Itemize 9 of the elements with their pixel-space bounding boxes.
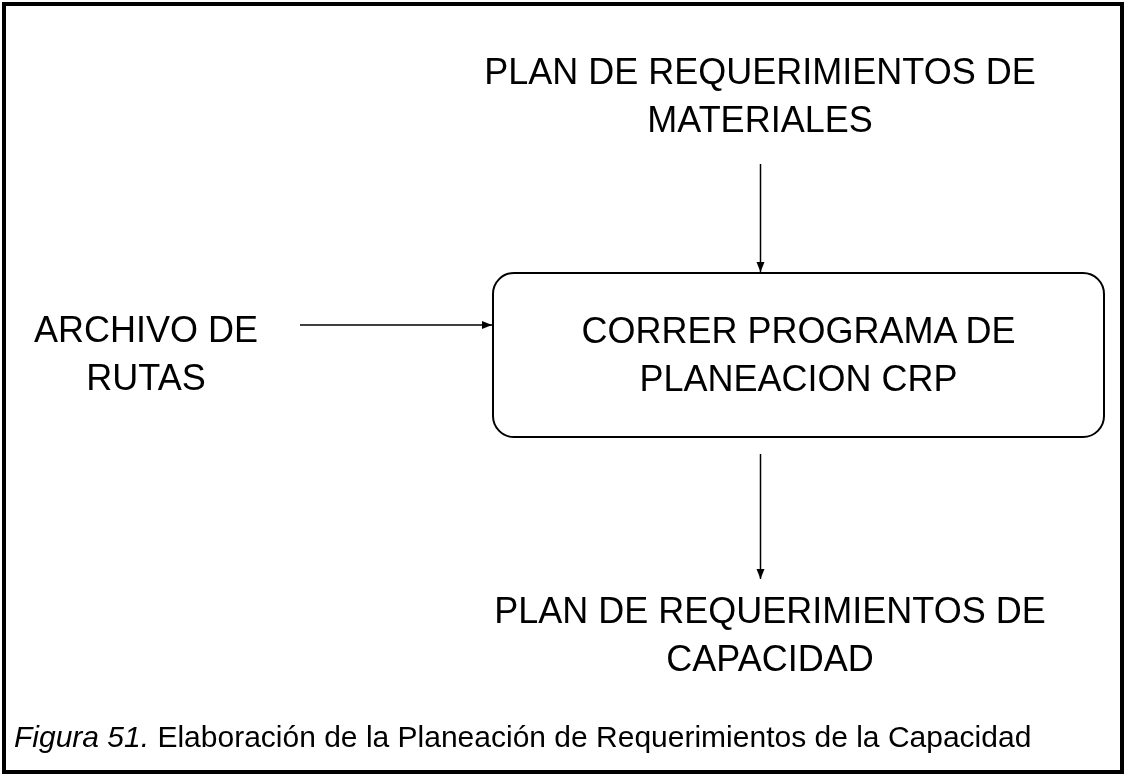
arrow [756, 163, 765, 273]
arrow [299, 320, 493, 330]
input-output-label: ARCHIVO DE RUTAS [6, 306, 286, 406]
process-box [492, 272, 1105, 438]
input-output-label: PLAN DE REQUERIMIENTOS DE CAPACIDAD [470, 587, 1070, 687]
input-output-label: PLAN DE REQUERIMIENTOS DE MATERIALES [470, 48, 1050, 148]
arrow [756, 453, 765, 580]
figure-caption: Figura 51. Elaboración de la Planeación de Requerimientos de la Capacidad [14, 720, 1032, 754]
process-label: CORRER PROGRAMA DE PLANEACION CRP [580, 309, 1017, 401]
